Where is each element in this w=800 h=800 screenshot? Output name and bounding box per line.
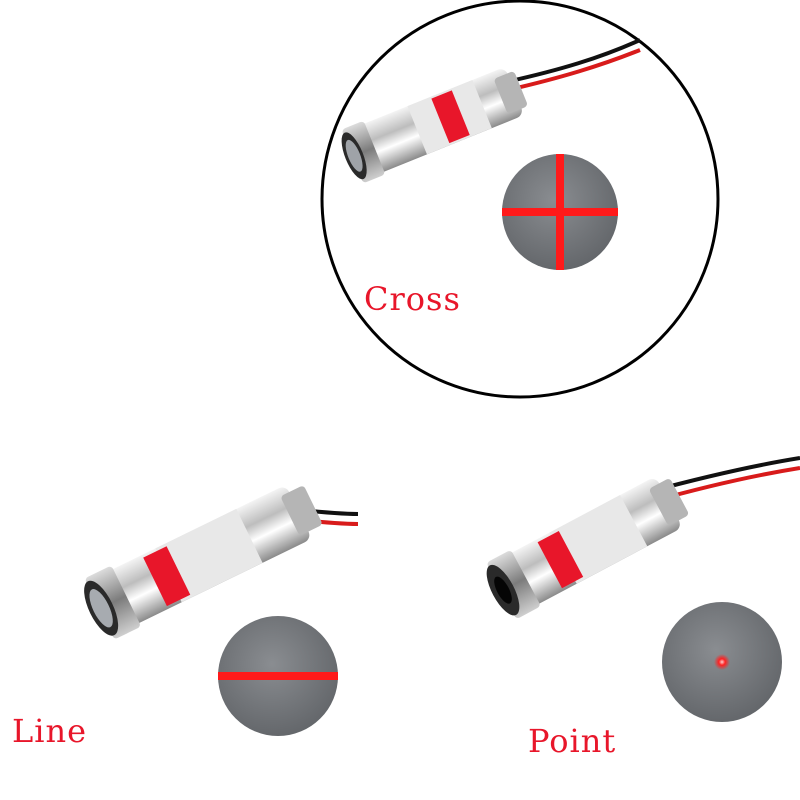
point-beam-target-icon <box>662 602 782 722</box>
cross-beam-target-icon <box>502 154 618 270</box>
cross-label: Cross <box>364 280 461 318</box>
line-beam-target-icon <box>218 616 338 736</box>
cross-laser-module <box>341 38 641 183</box>
point-laser-module <box>486 456 800 618</box>
line-label: Line <box>12 712 88 750</box>
point-label: Point <box>528 722 617 760</box>
line-laser-module <box>84 486 359 639</box>
